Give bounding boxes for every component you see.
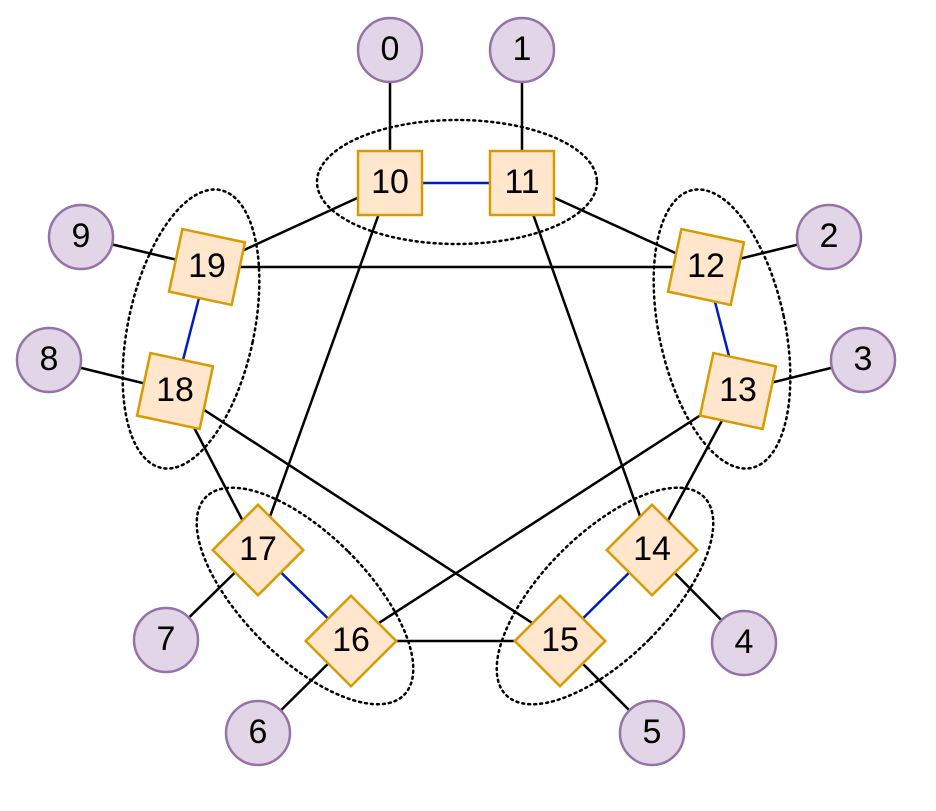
- switch-12-label: 12: [687, 247, 725, 285]
- group-10-11-ellipse: [315, 118, 599, 246]
- switch-16: 16: [303, 593, 399, 689]
- switch-14: 14: [604, 502, 700, 598]
- switch-17-label: 17: [239, 530, 277, 568]
- switch-18-label: 18: [156, 371, 194, 409]
- group-18-19-ellipse: [121, 188, 261, 470]
- switch-10-label: 10: [371, 163, 409, 201]
- switch-11: 11: [488, 149, 556, 217]
- switch-18-box: [135, 351, 215, 431]
- node-6: 6: [224, 699, 292, 767]
- node-8-label: 8: [40, 340, 59, 378]
- switch-10: 10: [356, 149, 424, 217]
- switch-12: 12: [666, 227, 746, 307]
- node-1-circle: [488, 16, 556, 84]
- node-8: 8: [15, 326, 83, 394]
- switch-16-label: 16: [332, 621, 370, 659]
- node-3-circle: [829, 326, 897, 394]
- node-4: 4: [710, 609, 778, 677]
- switch-15-box: [512, 593, 608, 689]
- groups-layer: [121, 118, 792, 706]
- node-5-circle: [618, 699, 686, 767]
- group-16-17-ellipse: [195, 486, 415, 706]
- node-8-circle: [15, 326, 83, 394]
- node-7: 7: [132, 606, 200, 674]
- switch-14-box: [604, 502, 700, 598]
- switch-17: 17: [210, 502, 306, 598]
- node-3-label: 3: [854, 340, 873, 378]
- node-1-label: 1: [513, 30, 532, 68]
- edge-11-14: [520, 182, 654, 551]
- switch-14-label: 14: [633, 530, 671, 568]
- switch-16-box: [303, 593, 399, 689]
- switch-11-label: 11: [504, 163, 539, 201]
- switch-11-box: [488, 149, 556, 217]
- edge-10-17: [256, 182, 392, 551]
- edge-18-15: [174, 389, 561, 643]
- node-9-label: 9: [72, 217, 91, 255]
- switch-12-box: [666, 227, 746, 307]
- node-0-label: 0: [381, 30, 400, 68]
- switch-15-label: 15: [541, 621, 579, 659]
- node-2: 2: [795, 203, 863, 271]
- node-1: 1: [488, 16, 556, 84]
- group-14-15-ellipse: [495, 486, 715, 706]
- node-4-circle: [710, 609, 778, 677]
- node-4-label: 4: [735, 623, 754, 661]
- node-0-circle: [356, 16, 424, 84]
- switch-18: 18: [135, 351, 215, 431]
- node-9-circle: [47, 203, 115, 271]
- node-2-circle: [795, 203, 863, 271]
- switch-13-label: 13: [719, 371, 757, 409]
- node-5-label: 5: [643, 713, 662, 751]
- switch-13-box: [698, 351, 778, 431]
- switch-19-label: 19: [188, 247, 226, 285]
- edge-13-16: [350, 389, 739, 643]
- node-6-circle: [224, 699, 292, 767]
- switch-17-box: [210, 502, 306, 598]
- switch-15: 15: [512, 593, 608, 689]
- node-3: 3: [829, 326, 897, 394]
- switch-19-box: [167, 227, 247, 307]
- node-2-label: 2: [820, 217, 839, 255]
- node-9: 9: [47, 203, 115, 271]
- node-0: 0: [356, 16, 424, 84]
- switch-19: 19: [167, 227, 247, 307]
- group-12-13-ellipse: [652, 188, 792, 470]
- switch-13: 13: [698, 351, 778, 431]
- switch-10-box: [356, 149, 424, 217]
- node-7-circle: [132, 606, 200, 674]
- node-7-label: 7: [157, 620, 176, 658]
- node-5: 5: [618, 699, 686, 767]
- node-6-label: 6: [249, 713, 268, 751]
